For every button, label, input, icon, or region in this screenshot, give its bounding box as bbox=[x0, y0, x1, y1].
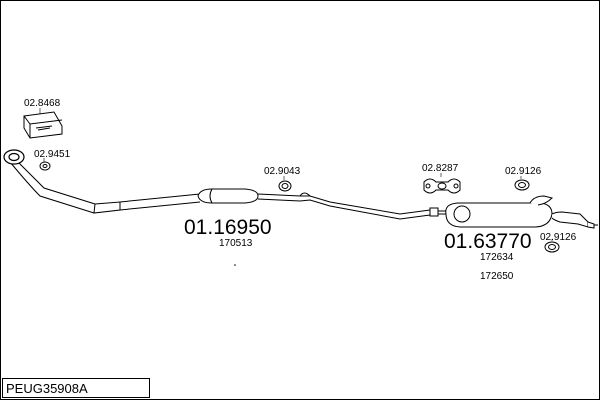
rear-silencer bbox=[445, 195, 595, 229]
middle-silencer bbox=[197, 188, 259, 204]
clamp-mid-icon bbox=[278, 180, 292, 192]
clamp-kit-box-icon bbox=[23, 111, 63, 139]
clamp-rear-icon bbox=[514, 179, 530, 191]
label-clamp-top: 02.8468 bbox=[24, 98, 61, 109]
dot-mark bbox=[234, 264, 236, 266]
label-clamp-mid: 02.9043 bbox=[264, 166, 301, 177]
label-gasket-front: 02.9451 bbox=[34, 149, 71, 160]
clamp-rear2-icon bbox=[544, 241, 560, 253]
middle-pipe bbox=[257, 192, 431, 220]
label-rubber-mount: 02.8287 bbox=[422, 163, 459, 174]
rear-part-number: 01.63770 bbox=[444, 230, 532, 253]
rear-joint bbox=[429, 207, 446, 217]
label-clamp-rear2: 02.9126 bbox=[540, 232, 577, 243]
leader-lines bbox=[39, 108, 553, 241]
rear-oe-number-1: 172634 bbox=[480, 252, 514, 263]
middle-part-number: 01.16950 bbox=[184, 216, 272, 239]
gasket-front-icon bbox=[39, 161, 51, 171]
diagram-code-box: PEUG35908A bbox=[2, 378, 150, 398]
label-clamp-rear: 02.9126 bbox=[505, 166, 542, 177]
rubber-mount-icon bbox=[423, 178, 461, 194]
front-pipe bbox=[9, 157, 201, 214]
rear-oe-number-2: 172650 bbox=[480, 271, 514, 282]
diagram-code: PEUG35908A bbox=[6, 381, 88, 396]
front-flange bbox=[3, 149, 25, 165]
middle-oe-number: 170513 bbox=[219, 238, 253, 249]
